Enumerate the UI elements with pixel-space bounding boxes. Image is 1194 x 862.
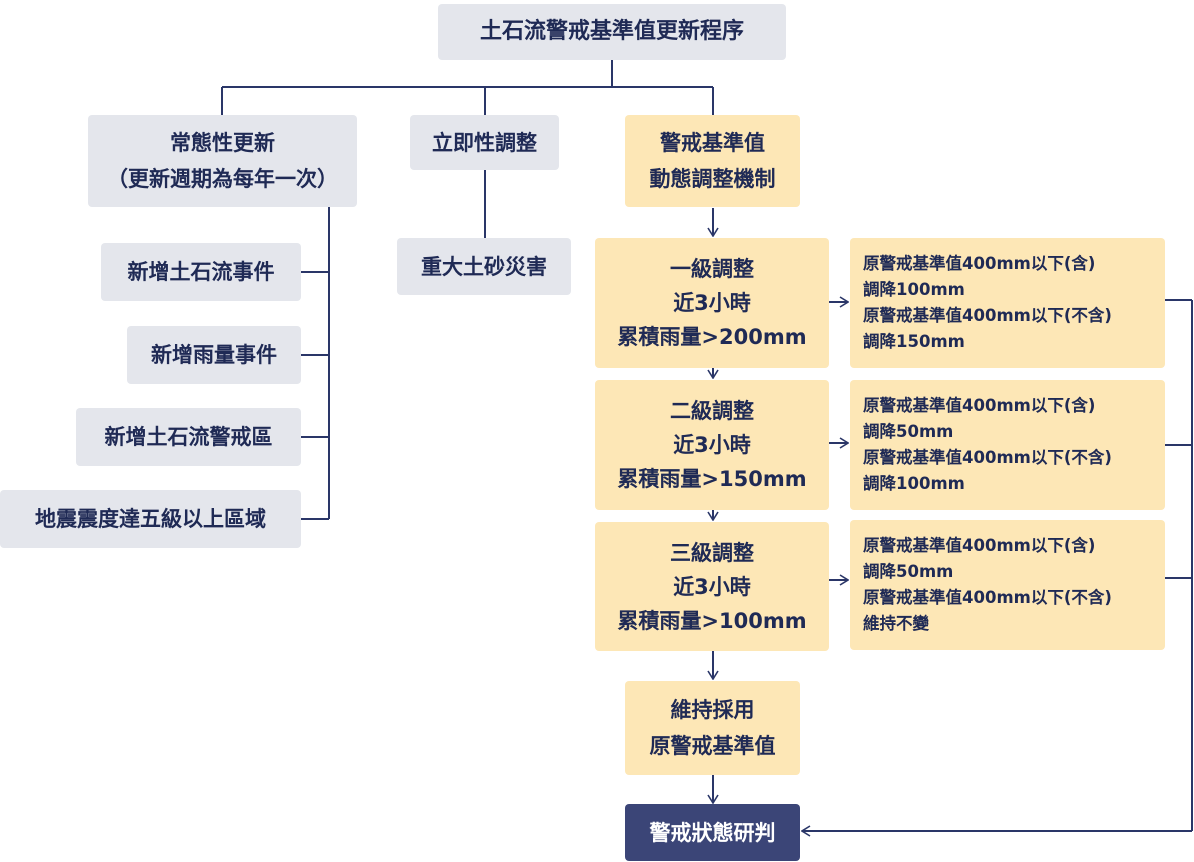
regular-item-new-debris-event: 新增土石流事件 <box>101 243 301 301</box>
level-2-box: 二級調整 近3小時 累積雨量>150mm <box>595 380 829 510</box>
regular-update-label: 常態性更新 <box>170 131 275 155</box>
regular-update-cycle: （更新週期為每年一次） <box>107 167 338 191</box>
immediate-adjustment-box: 立即性調整 <box>410 115 559 170</box>
level-1-box: 一級調整 近3小時 累積雨量>200mm <box>595 238 829 368</box>
title-box: 土石流警戒基準值更新程序 <box>438 4 786 60</box>
level-1-note: 原警戒基準值400mm以下(含) 調降100mm 原警戒基準值400mm以下(不… <box>850 238 1165 368</box>
regular-item-new-rain-event: 新增雨量事件 <box>127 326 301 384</box>
level-3-note: 原警戒基準值400mm以下(含) 調降50mm 原警戒基準值400mm以下(不含… <box>850 520 1165 650</box>
level-3-box: 三級調整 近3小時 累積雨量>100mm <box>595 522 829 651</box>
regular-item-new-warning-area: 新增土石流警戒區 <box>76 408 301 466</box>
maintain-original-box: 維持採用 原警戒基準值 <box>625 681 800 775</box>
regular-update-box: 常態性更新 （更新週期為每年一次） <box>88 115 357 207</box>
warning-status-result-box: 警戒狀態研判 <box>625 804 800 861</box>
regular-item-earthquake-area: 地震震度達五級以上區域 <box>0 490 301 548</box>
title-text: 土石流警戒基準值更新程序 <box>479 19 744 44</box>
immediate-item-major-disaster: 重大土砂災害 <box>397 238 571 295</box>
dynamic-adjustment-box: 警戒基準值 動態調整機制 <box>625 115 800 207</box>
level-2-note: 原警戒基準值400mm以下(含) 調降50mm 原警戒基準值400mm以下(不含… <box>850 380 1165 510</box>
